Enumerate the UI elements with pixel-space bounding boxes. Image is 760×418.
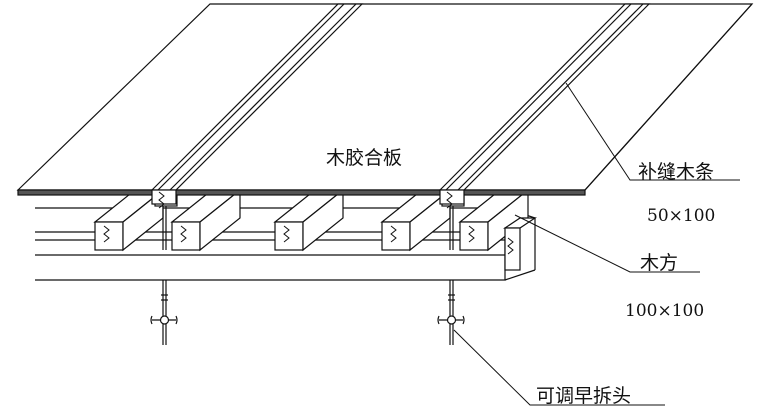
timber-joist <box>458 188 530 252</box>
timber-joist-label: 木方 <box>640 252 678 274</box>
timber-joists <box>93 188 537 271</box>
leader-lines <box>453 82 740 406</box>
timber-joist <box>170 188 242 252</box>
leader-timber-joist <box>514 214 700 273</box>
timber-joist-end <box>503 217 537 271</box>
filler-strip-right <box>438 3 651 209</box>
filler-strip-size-label: 50×100 <box>647 206 715 226</box>
filler-strip-label: 补缝木条 <box>638 161 714 183</box>
plywood-label: 木胶合板 <box>326 147 402 169</box>
leader-adjustable-prop <box>453 329 665 406</box>
timber-joist <box>380 188 452 252</box>
timber-joist <box>273 188 345 252</box>
filler-strips <box>150 3 651 209</box>
filler-strip-left <box>150 3 364 209</box>
leader-filler-strip <box>565 82 740 181</box>
adjustable-prop-label: 可调早拆头 <box>536 385 631 407</box>
timber-joist-size-label: 100×100 <box>625 301 704 321</box>
